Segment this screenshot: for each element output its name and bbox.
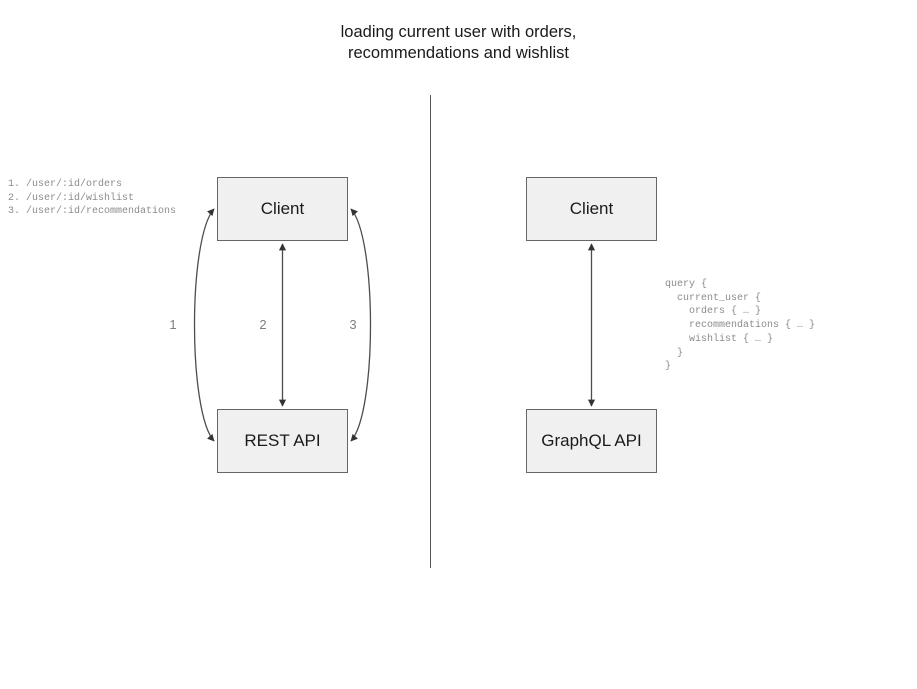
edge-label-1: 1 (169, 317, 177, 332)
node-client-graphql[interactable]: Client (526, 177, 657, 241)
node-rest-api[interactable]: REST API (217, 409, 348, 473)
graphql-query-block: query { current_user { orders { … } reco… (665, 279, 816, 373)
edge-label-2: 2 (259, 317, 267, 332)
node-graphql-api[interactable]: GraphQL API (526, 409, 657, 473)
node-client-rest[interactable]: Client (217, 177, 348, 241)
node-client-rest-label: Client (260, 199, 305, 218)
rest-endpoint-list: 1. /user/:id/orders 2. /user/:id/wishlis… (8, 179, 177, 218)
edge-label-3: 3 (349, 317, 357, 332)
node-graphql-api-label: GraphQL API (541, 431, 642, 450)
vertical-divider (430, 95, 431, 568)
edge-curve-1 (193, 208, 215, 442)
node-rest-api-label: REST API (244, 431, 321, 450)
page-title: loading current user with orders, recomm… (340, 23, 577, 62)
node-client-graphql-label: Client (569, 199, 614, 218)
